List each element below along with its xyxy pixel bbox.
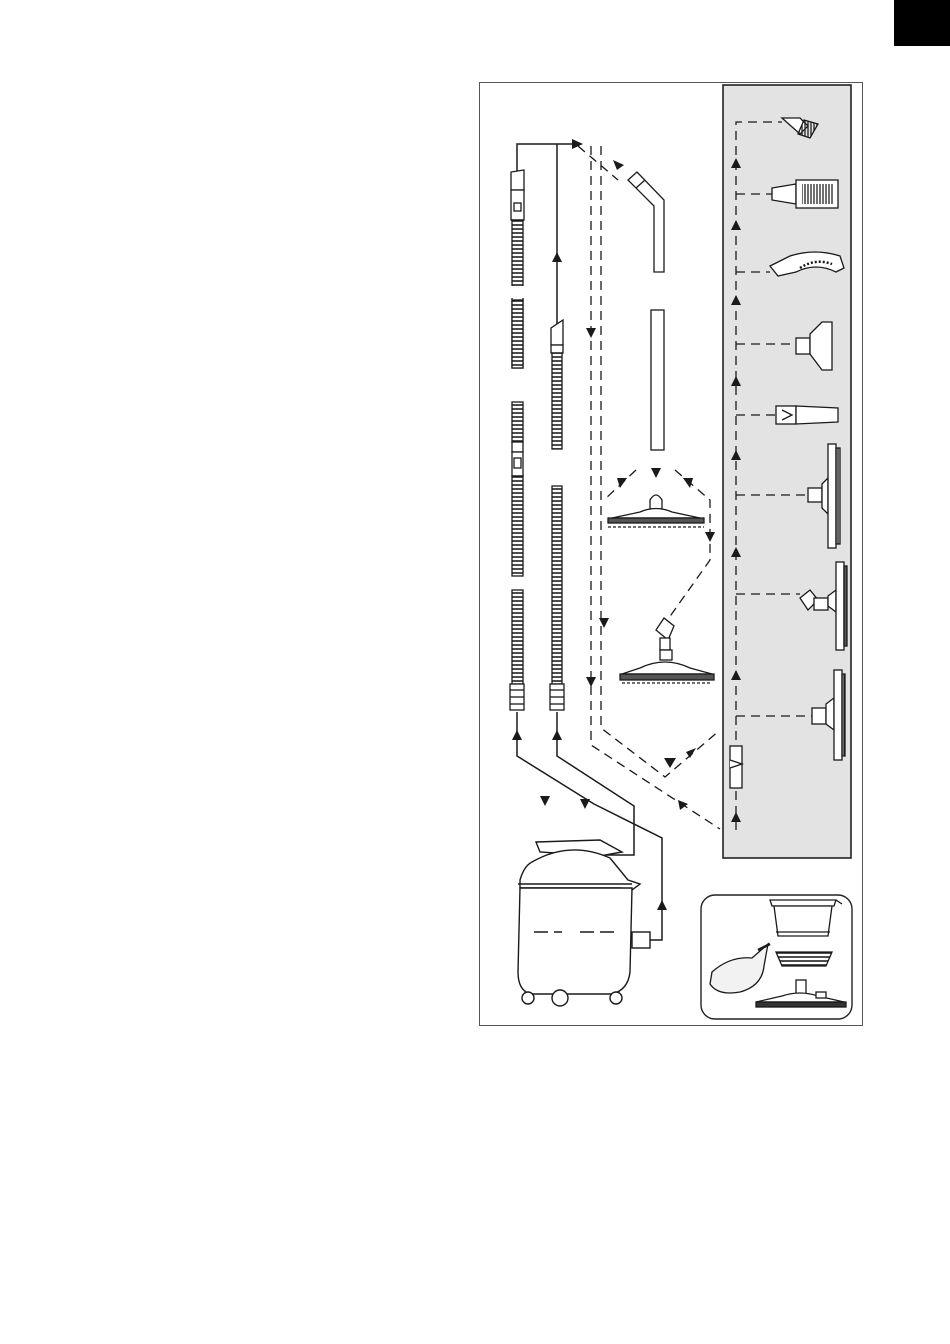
hose-connection-line — [517, 144, 574, 172]
arrow-icon — [540, 796, 550, 806]
vacuum-cleaner-body — [518, 840, 650, 1006]
arrow-icon — [586, 328, 596, 338]
dashed-to-wet-nozzle — [666, 470, 710, 622]
arrow-icon — [678, 800, 688, 810]
arrow-icon — [686, 748, 696, 758]
arrow-icon — [664, 758, 676, 768]
arrow-icon — [613, 160, 624, 170]
adapter-icon — [730, 746, 742, 788]
hose-variant-a — [510, 170, 524, 710]
arrow-icon — [705, 532, 715, 542]
suction-tube — [628, 172, 664, 450]
arrow-icon — [657, 900, 667, 910]
hose-b-to-vacuum-line — [557, 712, 634, 855]
arrow-icon — [651, 468, 661, 478]
arrow-icon — [572, 139, 583, 149]
arrow-icon — [552, 252, 562, 262]
arrow-icon — [586, 677, 596, 687]
crevice-nozzle-icon — [776, 406, 838, 424]
dashed-path-to-tube — [578, 146, 618, 180]
hose-variant-b — [550, 320, 564, 710]
arrow-icon — [683, 478, 693, 488]
foam-filter-icon — [776, 952, 832, 966]
flow-arrows — [512, 139, 741, 910]
wet-floor-nozzle-with-adapter — [620, 618, 714, 683]
arrow-icon — [580, 799, 590, 809]
filter-inset — [701, 895, 852, 1019]
arrow-icon — [512, 730, 522, 740]
arrow-icon — [552, 730, 562, 740]
arrow-icon — [617, 478, 627, 488]
floor-nozzle — [608, 495, 704, 527]
